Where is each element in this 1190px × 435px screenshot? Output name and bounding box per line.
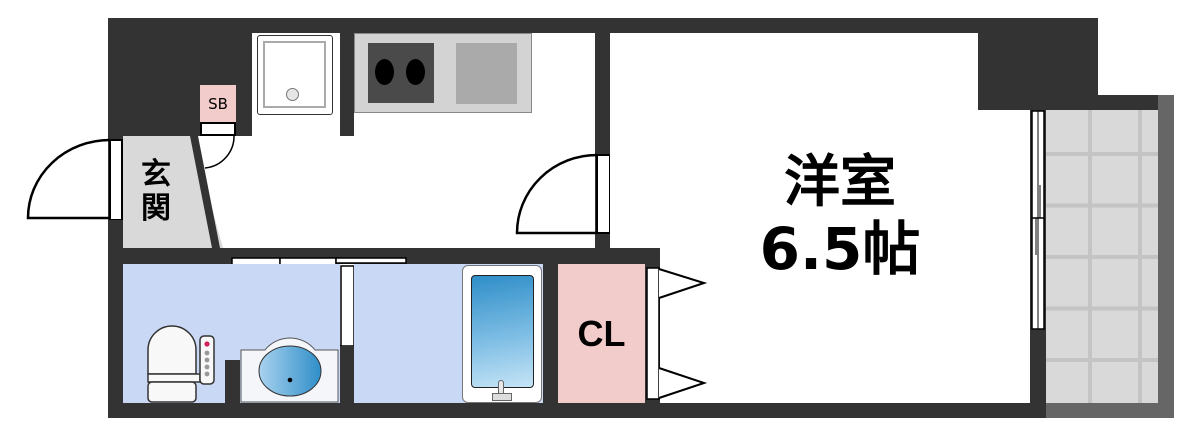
- wall-kitchen-pillar: [340, 18, 354, 136]
- wall-basin-stub: [225, 360, 240, 403]
- bathtub: [462, 265, 542, 403]
- burner-icon: [406, 59, 425, 85]
- closet-label: CL: [577, 312, 626, 354]
- entrance-label: 玄 関: [136, 158, 176, 226]
- room-door[interactable]: [514, 153, 611, 235]
- western-room-label: 洋室 6.5帖: [720, 150, 960, 282]
- folding-door-icon: [646, 267, 708, 400]
- washbasin: [240, 335, 340, 403]
- sliding-window-icon: [1031, 110, 1045, 330]
- balcony-wall-right: [1158, 95, 1174, 418]
- wall-top-right-block: [978, 18, 1098, 110]
- closet: CL: [558, 264, 645, 403]
- wall-toilet-divider: [340, 345, 356, 418]
- kitchen-sink: [456, 43, 517, 104]
- door-swing-icon: [515, 153, 611, 235]
- drain-icon: [286, 88, 299, 101]
- shoe-box-door[interactable]: [200, 122, 238, 170]
- room-name: 洋室: [784, 150, 896, 215]
- entrance-label-line2: 関: [141, 191, 171, 226]
- wall-bath-divider: [543, 248, 558, 418]
- washing-machine-pan: [257, 35, 333, 115]
- shoe-box: SB: [200, 85, 236, 122]
- washroom-sliding-door[interactable]: [231, 252, 409, 266]
- kitchen-counter: [354, 33, 532, 113]
- shoe-box-label: SB: [208, 94, 228, 113]
- front-door[interactable]: [26, 138, 124, 221]
- closet-folding-door[interactable]: [646, 267, 708, 401]
- wall-bottom: [108, 403, 1048, 418]
- entrance-label-line1: 玄: [141, 157, 171, 192]
- balcony-sliding-window[interactable]: [1031, 110, 1046, 330]
- burner-icon: [375, 59, 394, 85]
- balcony-floor: [1046, 110, 1158, 403]
- faucet-icon: [498, 380, 504, 394]
- toilet-icon: [147, 325, 215, 403]
- two-burner-stove: [368, 43, 434, 103]
- washbasin-icon: [240, 337, 339, 403]
- entrance-step-edge: [190, 136, 220, 248]
- pan-inner: [263, 41, 326, 108]
- faucet-base: [492, 393, 512, 401]
- door-swing-icon: [26, 138, 123, 221]
- room-size: 6.5帖: [759, 215, 921, 283]
- bathtub-basin: [471, 275, 534, 388]
- toilet: [146, 316, 218, 404]
- wall-balcony-top: [978, 95, 1160, 110]
- balcony-wall-bottom: [1046, 403, 1174, 418]
